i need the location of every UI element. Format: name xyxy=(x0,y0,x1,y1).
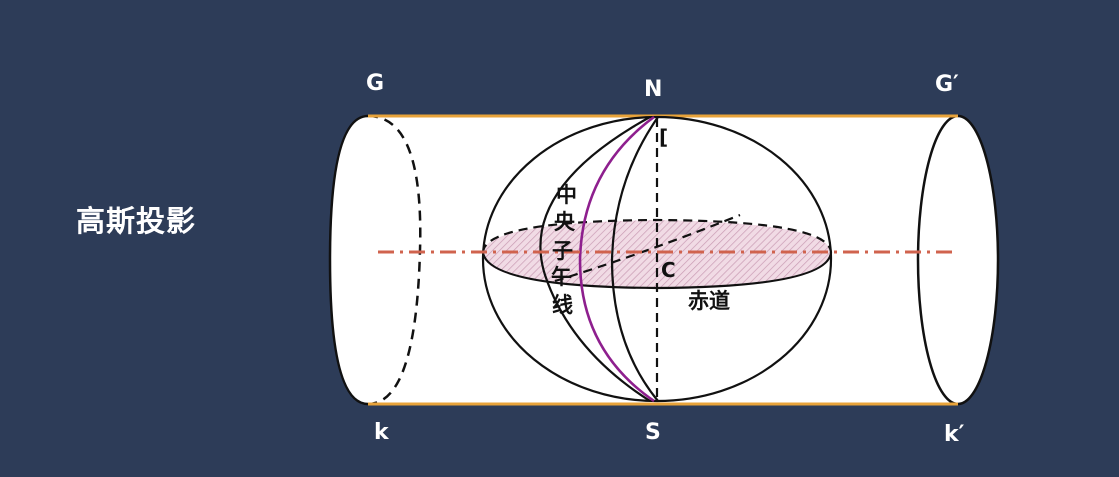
label-k: k xyxy=(374,420,390,445)
equator-back-arc xyxy=(481,218,833,254)
label-G-prime: G′ xyxy=(935,72,959,97)
cylinder-left-cap-front xyxy=(328,114,369,406)
central-meridian-char-1: 中 xyxy=(556,183,577,207)
cylinder-right-cap xyxy=(916,114,1000,406)
label-N: N xyxy=(644,77,662,102)
central-meridian-char-2: 央 xyxy=(554,210,576,234)
label-S: S xyxy=(645,420,661,445)
left-meridian xyxy=(539,116,651,402)
central-meridian-char-4: 午 xyxy=(551,265,572,289)
cylinder-left-cap-back xyxy=(367,114,422,406)
label-k-prime: k′ xyxy=(944,422,965,447)
central-meridian-char-5: 线 xyxy=(552,293,573,317)
slide-title: 高斯投影 xyxy=(76,204,197,238)
label-G: G xyxy=(366,71,384,96)
central-meridian-char-3: 子 xyxy=(552,239,573,263)
equator-label: 赤道 xyxy=(688,289,730,313)
hidden-diagonal xyxy=(554,213,741,283)
central-meridian xyxy=(578,115,655,403)
center-label: C xyxy=(661,258,676,282)
right-meridian xyxy=(610,116,659,402)
bracket-mark: [ xyxy=(659,125,668,149)
